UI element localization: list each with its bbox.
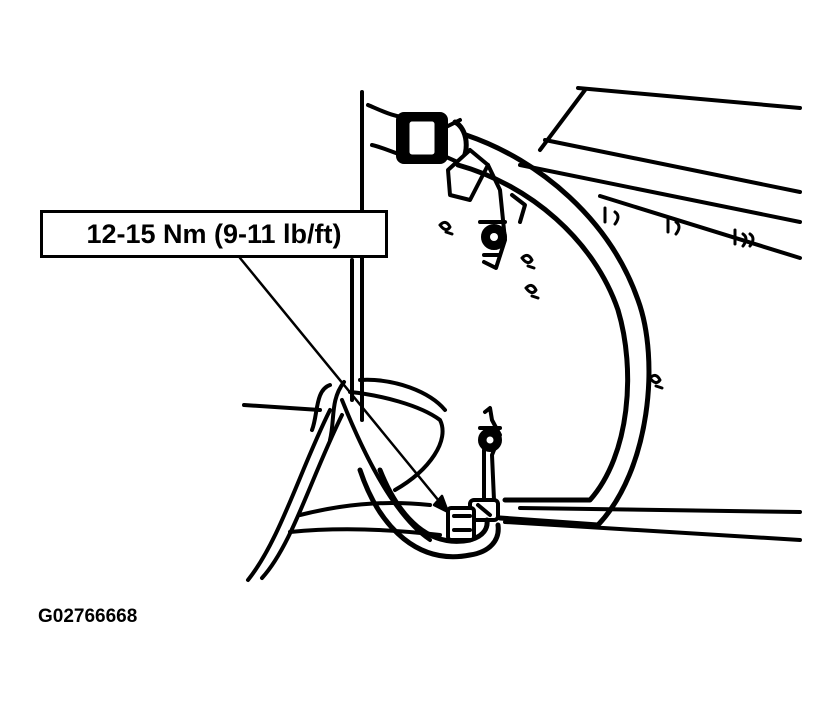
lower-fitting xyxy=(446,506,476,542)
figure-id-label: G02766668 xyxy=(38,606,138,627)
upper-bracket xyxy=(446,148,527,270)
frame-rivets xyxy=(603,206,755,248)
callout-leader-arrow xyxy=(238,256,450,514)
upper-hose-stub xyxy=(366,103,469,171)
torque-callout-box: 12-15 Nm (9-11 lb/ft) xyxy=(40,210,388,258)
main-hose xyxy=(455,132,652,528)
lower-crossmember xyxy=(246,377,447,582)
fastener-marks xyxy=(438,220,664,390)
torque-spec-label: 12-15 Nm (9-11 lb/ft) xyxy=(86,218,342,249)
frame-rails xyxy=(518,86,802,260)
lower-bracket xyxy=(478,406,502,502)
